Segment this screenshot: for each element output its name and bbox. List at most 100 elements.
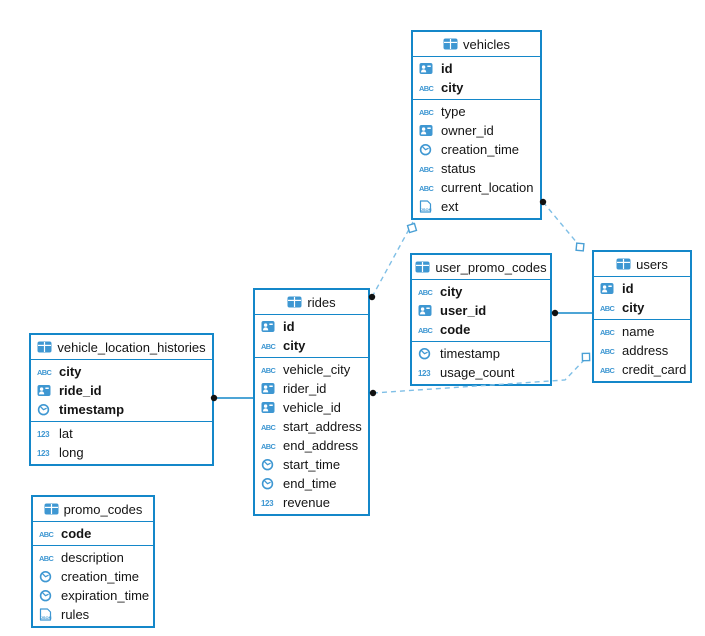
field-row-timestamp[interactable]: timestamp: [31, 400, 212, 419]
clock-icon: [418, 347, 436, 360]
field-row-creation_time[interactable]: creation_time: [33, 567, 153, 586]
text-type-icon: ABC: [261, 364, 279, 375]
field-name: address: [622, 343, 669, 358]
table-header[interactable]: vehicle_location_histories: [31, 335, 212, 360]
table-name: rides: [307, 294, 336, 310]
field-row-id[interactable]: id: [255, 317, 368, 336]
field-row-rider_id[interactable]: rider_id: [255, 379, 368, 398]
number-type-icon: 123: [418, 367, 436, 378]
table-name: promo_codes: [63, 501, 143, 517]
field-row-credit_card[interactable]: ABC credit_card: [594, 360, 690, 379]
field-name: timestamp: [440, 346, 500, 361]
svg-text:123: 123: [261, 499, 274, 508]
id-badge-icon: [261, 401, 279, 414]
field-name: vehicle_city: [283, 362, 351, 377]
field-name: type: [441, 104, 466, 119]
field-row-timestamp[interactable]: timestamp: [412, 344, 550, 363]
svg-text:ABC: ABC: [419, 184, 434, 193]
text-type-icon: ABC: [600, 302, 618, 313]
field-row-id[interactable]: id: [413, 59, 540, 78]
table-header[interactable]: user_promo_codes: [412, 255, 550, 280]
field-row-ride_id[interactable]: ride_id: [31, 381, 212, 400]
field-name: lat: [59, 426, 73, 441]
field-name: owner_id: [441, 123, 494, 138]
number-type-icon: 123: [37, 428, 55, 439]
svg-text:ABC: ABC: [600, 328, 615, 337]
table-icon: [415, 261, 430, 273]
field-row-id[interactable]: id: [594, 279, 690, 298]
field-row-ext[interactable]: JSON ext: [413, 197, 540, 216]
svg-text:ABC: ABC: [37, 368, 52, 377]
json-icon: JSON: [419, 200, 437, 213]
svg-text:JSON: JSON: [41, 615, 52, 620]
field-row-vehicle_city[interactable]: ABC vehicle_city: [255, 360, 368, 379]
field-row-user_id[interactable]: user_id: [412, 301, 550, 320]
field-row-rules[interactable]: JSON rules: [33, 605, 153, 624]
field-name: ride_id: [59, 383, 102, 398]
field-row-owner_id[interactable]: owner_id: [413, 121, 540, 140]
field-row-expiration_time[interactable]: expiration_time: [33, 586, 153, 605]
field-row-status[interactable]: ABC status: [413, 159, 540, 178]
field-row-creation_time[interactable]: creation_time: [413, 140, 540, 159]
svg-text:JSON: JSON: [421, 207, 432, 212]
field-name: id: [441, 61, 453, 76]
svg-text:ABC: ABC: [600, 366, 615, 375]
field-name: credit_card: [622, 362, 687, 377]
field-row-start_time[interactable]: start_time: [255, 455, 368, 474]
field-name: city: [283, 338, 306, 353]
svg-text:ABC: ABC: [600, 304, 615, 313]
clock-icon: [261, 458, 279, 471]
table-header[interactable]: vehicles: [413, 32, 540, 57]
field-name: rules: [61, 607, 90, 622]
text-type-icon: ABC: [419, 106, 437, 117]
field-name: ext: [441, 199, 459, 214]
text-type-icon: ABC: [419, 182, 437, 193]
field-name: status: [441, 161, 476, 176]
field-row-lat[interactable]: 123 lat: [31, 424, 212, 443]
clock-icon: [39, 589, 57, 602]
clock-icon: [37, 403, 55, 416]
field-row-type[interactable]: ABC type: [413, 102, 540, 121]
field-row-vehicle_id[interactable]: vehicle_id: [255, 398, 368, 417]
table-header[interactable]: rides: [255, 290, 368, 315]
relationship-line[interactable]: [372, 357, 587, 394]
field-name: id: [622, 281, 634, 296]
table-name: vehicle_location_histories: [57, 339, 206, 355]
svg-text:ABC: ABC: [418, 326, 433, 335]
field-row-end_time[interactable]: end_time: [255, 474, 368, 493]
clock-icon: [419, 143, 437, 156]
table-header[interactable]: promo_codes: [33, 497, 153, 522]
table-header[interactable]: users: [594, 252, 690, 277]
field-name: rider_id: [283, 381, 327, 396]
relationship-line[interactable]: [542, 201, 584, 251]
svg-text:ABC: ABC: [419, 165, 434, 174]
